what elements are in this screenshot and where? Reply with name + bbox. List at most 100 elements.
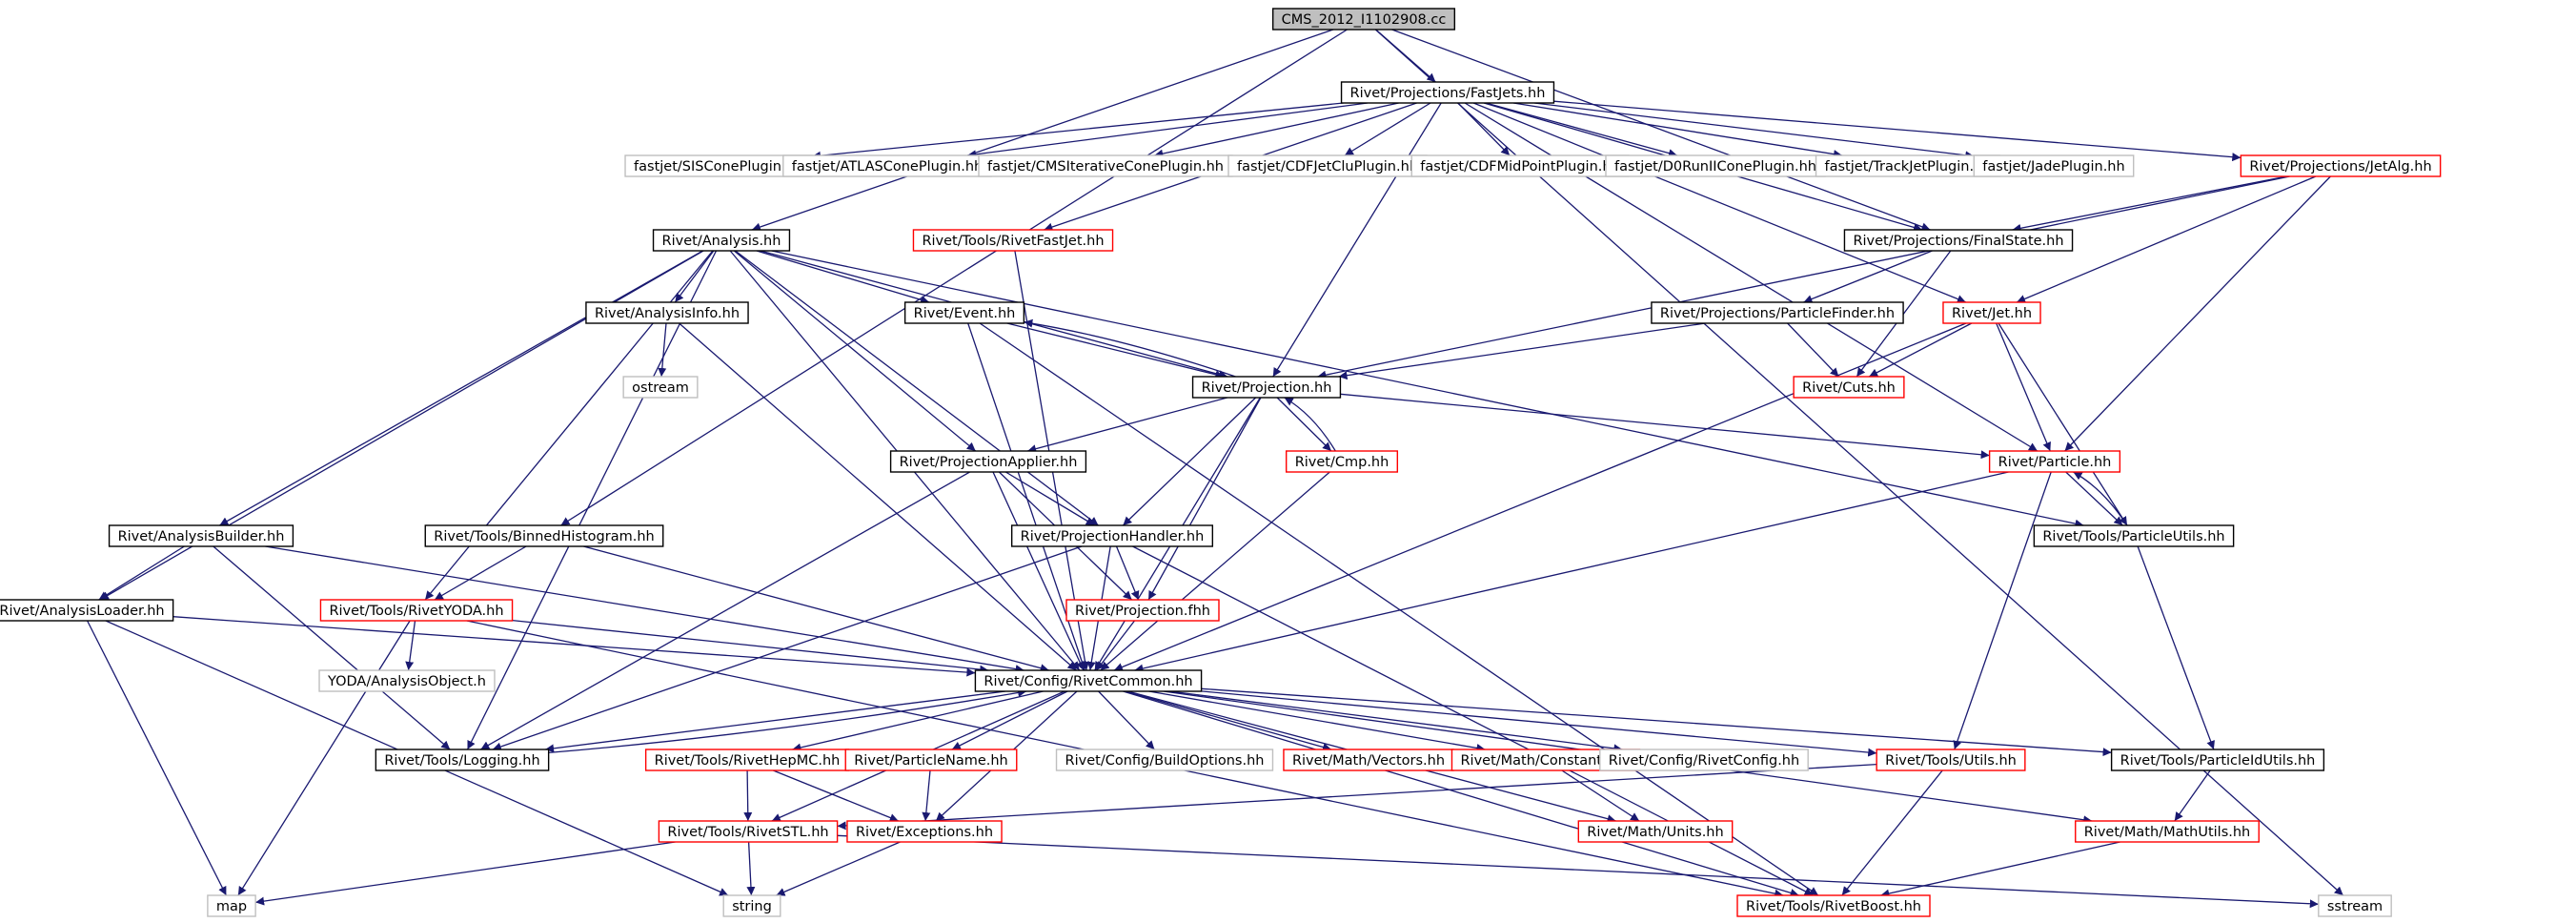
node-rivetboost[interactable]: Rivet/Tools/RivetBoost.hh (1736, 894, 1931, 917)
edge-projhandler-to-projectionfhh (1115, 545, 1140, 601)
node-cmp[interactable]: Rivet/Cmp.hh (1285, 450, 1399, 473)
node-trackjet[interactable]: fastjet/TrackJetPlugin.hh (1815, 154, 2001, 177)
edge-rivethepmc-to-exceptions (773, 769, 899, 822)
edge-projection-to-projapplier (1027, 397, 1227, 454)
node-particlename[interactable]: Rivet/ParticleName.hh (844, 749, 1018, 771)
node-particleidutils[interactable]: Rivet/Tools/ParticleIdUtils.hh (2110, 749, 2325, 771)
edge-event-to-rivetboost (979, 322, 1819, 896)
node-cuts[interactable]: Rivet/Cuts.hh (1793, 376, 1905, 399)
edge-projhandler-to-logging (492, 545, 1083, 751)
node-buildoptions[interactable]: Rivet/Config/BuildOptions.hh (1055, 749, 1274, 771)
node-rivetfastjet[interactable]: Rivet/Tools/RivetFastJet.hh (912, 229, 1114, 252)
node-label: Rivet/ProjectionApplier.hh (900, 455, 1078, 470)
node-label: Rivet/Projection.hh (1202, 380, 1332, 396)
edge-projection-to-cmp (1276, 397, 1332, 452)
node-finalstate[interactable]: Rivet/Projections/FinalState.hh (1843, 229, 2074, 252)
node-box (722, 894, 781, 917)
edge-rivetcommon-to-logging (545, 690, 1005, 753)
node-label: Rivet/Tools/RivetSTL.hh (667, 825, 828, 840)
node-projectionfhh[interactable]: Rivet/Projection.fhh (1065, 599, 1220, 622)
edge-projection-to-projhandler (1122, 397, 1257, 526)
node-rivetstl[interactable]: Rivet/Tools/RivetSTL.hh (658, 820, 839, 843)
node-box (2075, 820, 2260, 843)
node-jade[interactable]: fastjet/JadePlugin.hh (1973, 154, 2135, 177)
node-box (1010, 524, 1214, 547)
node-vectors[interactable]: Rivet/Math/Vectors.hh (1283, 749, 1454, 771)
node-mathutils[interactable]: Rivet/Math/MathUtils.hh (2075, 820, 2260, 843)
node-fastjets[interactable]: Rivet/Projections/FastJets.hh (1340, 81, 1555, 104)
node-label: Rivet/Event.hh (914, 306, 1016, 321)
edge-rivetcommon-to-particleidutils (1201, 687, 2112, 757)
node-projapplier[interactable]: Rivet/ProjectionApplier.hh (889, 450, 1087, 473)
node-constants[interactable]: Rivet/Math/Constants.hh (1450, 749, 1641, 771)
node-analysisbuilder[interactable]: Rivet/AnalysisBuilder.hh (108, 524, 294, 547)
edge-constants-to-units (1561, 769, 1640, 822)
node-box (424, 524, 664, 547)
edge-cmp-to-rivetcommon (1100, 471, 1330, 671)
node-string[interactable]: string (722, 894, 781, 917)
edge-projapplier-to-rivetcommon (992, 471, 1085, 671)
node-jet[interactable]: Rivet/Jet.hh (1942, 301, 2041, 324)
edge-particle-to-rivetcommon (1134, 471, 2009, 673)
node-projection[interactable]: Rivet/Projection.hh (1191, 376, 1342, 399)
edge-analysisbuilder-to-logging (213, 545, 451, 750)
node-analysisloader[interactable]: Rivet/AnalysisLoader.hh (0, 599, 174, 622)
node-exceptions[interactable]: Rivet/Exceptions.hh (846, 820, 1003, 843)
node-label: Rivet/Particle.hh (1998, 455, 2112, 470)
edge-particlefinder-to-projection (1338, 322, 1706, 380)
node-event[interactable]: Rivet/Event.hh (903, 301, 1025, 324)
edge-jetalg-to-jet (2016, 175, 2317, 303)
node-analysis[interactable]: Rivet/Analysis.hh (652, 229, 791, 252)
node-utils[interactable]: Rivet/Tools/Utils.hh (1876, 749, 2026, 771)
node-analysisinfo[interactable]: Rivet/AnalysisInfo.hh (585, 301, 749, 324)
node-label: Rivet/Config/BuildOptions.hh (1065, 753, 1265, 769)
node-box (1065, 599, 1220, 622)
node-particle[interactable]: Rivet/Particle.hh (1988, 450, 2121, 473)
node-box (2240, 154, 2442, 177)
node-jetalg[interactable]: Rivet/Projections/JetAlg.hh (2240, 154, 2442, 177)
node-root[interactable]: CMS_2012_I1102908.cc (1271, 8, 1456, 31)
node-rivetcommon[interactable]: Rivet/Config/RivetCommon.hh (974, 669, 1203, 692)
node-label: fastjet/SISConePlugin.hh (634, 159, 803, 174)
node-rivetyoda[interactable]: Rivet/Tools/RivetYODA.hh (319, 599, 514, 622)
edge-projection-to-particle (1340, 393, 1990, 460)
node-rivetconfig[interactable]: Rivet/Config/RivetConfig.hh (1599, 749, 1809, 771)
node-label: Rivet/Math/Vectors.hh (1292, 753, 1445, 769)
node-yodaobj[interactable]: YODA/AnalysisObject.h (318, 669, 496, 692)
node-map[interactable]: map (207, 894, 256, 917)
node-label: Rivet/Tools/RivetYODA.hh (329, 604, 503, 619)
edge-jetalg-to-finalstate (2012, 175, 2287, 233)
node-cdfmid[interactable]: fastjet/CDFMidPointPlugin.hh (1410, 154, 1630, 177)
node-label: YODA/AnalysisObject.h (327, 674, 486, 689)
node-label: fastjet/CMSIterativeConePlugin.hh (987, 159, 1224, 174)
node-cdfjetclu[interactable]: fastjet/CDFJetCluPlugin.hh (1227, 154, 1428, 177)
edge-particle-to-utils (1953, 471, 2052, 750)
node-d0run[interactable]: fastjet/D0RunIIConePlugin.hh (1605, 154, 1826, 177)
node-cmsiter[interactable]: fastjet/CMSIterativeConePlugin.hh (978, 154, 1233, 177)
node-logging[interactable]: Rivet/Tools/Logging.hh (375, 749, 550, 771)
node-particlefinder[interactable]: Rivet/Projections/ParticleFinder.hh (1651, 301, 1904, 324)
node-units[interactable]: Rivet/Math/Units.hh (1577, 820, 1734, 843)
node-box (1055, 749, 1274, 771)
node-label: Rivet/Math/MathUtils.hh (2084, 825, 2251, 840)
node-label: Rivet/ProjectionHandler.hh (1021, 529, 1205, 544)
node-ostream[interactable]: ostream (622, 376, 699, 399)
node-label: Rivet/Projections/JetAlg.hh (2249, 159, 2431, 174)
edge-utils-to-rivetstl (837, 763, 1877, 831)
edge-projhandler-to-rivetboost (1132, 545, 1814, 896)
edge-particlename-to-exceptions (922, 769, 931, 822)
node-siscone[interactable]: fastjet/SISConePlugin.hh (624, 154, 813, 177)
node-label: Rivet/Tools/RivetBoost.hh (1746, 899, 1921, 914)
node-box (652, 229, 791, 252)
node-atlascone[interactable]: fastjet/ATLASConePlugin.hh (782, 154, 992, 177)
node-label: Rivet/ParticleName.hh (854, 753, 1008, 769)
node-projhandler[interactable]: Rivet/ProjectionHandler.hh (1010, 524, 1214, 547)
node-sstream[interactable]: sstream (2318, 894, 2392, 917)
edge-binnedhist-to-rivetcommon (583, 545, 1049, 673)
edge-rivetstl-to-map (255, 841, 676, 906)
edge-layer (87, 29, 2344, 909)
node-box (1651, 301, 1904, 324)
node-particleutils[interactable]: Rivet/Tools/ParticleUtils.hh (2033, 524, 2235, 547)
node-binnedhist[interactable]: Rivet/Tools/BinnedHistogram.hh (424, 524, 664, 547)
node-rivethepmc[interactable]: Rivet/Tools/RivetHepMC.hh (644, 749, 850, 771)
